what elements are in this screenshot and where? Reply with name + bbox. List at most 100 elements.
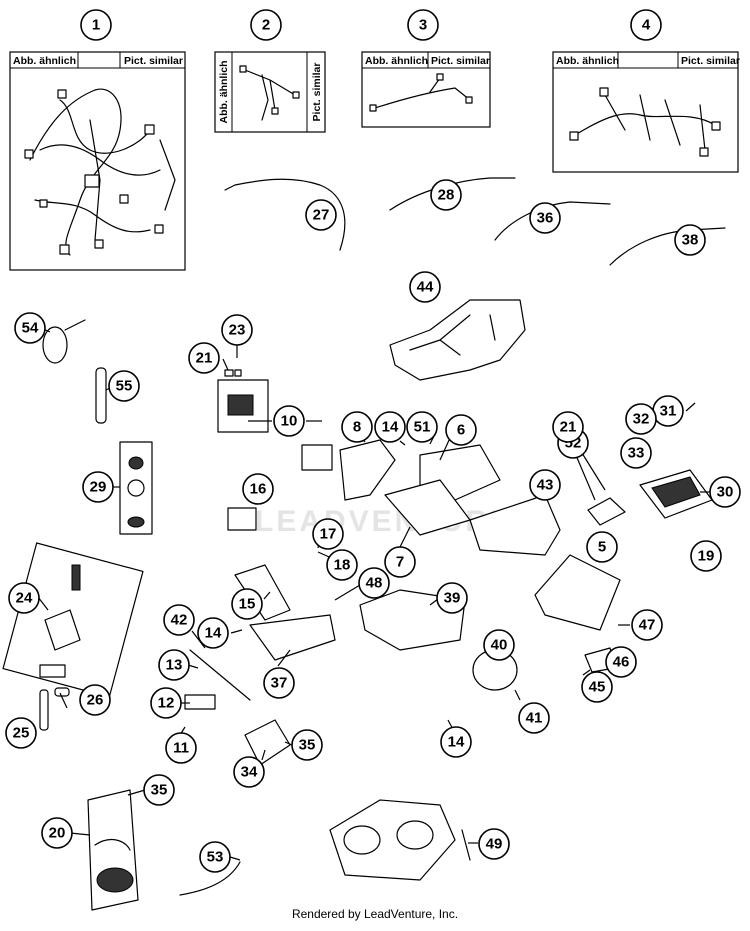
callout-circle (631, 609, 663, 641)
callout-circle (406, 411, 438, 443)
callout-33: 33 (620, 437, 652, 469)
callout-circle (79, 684, 111, 716)
callout-number: 39 (444, 590, 461, 607)
callout-19: 19 (690, 540, 722, 572)
callout-number: 24 (16, 590, 33, 607)
callout-3: 3 (407, 9, 439, 41)
callout-number: 1 (92, 17, 100, 34)
callout-circle (163, 604, 195, 636)
box4-abb-label: Abb. ähnlich (556, 55, 619, 67)
battery-holder-5-drawing (534, 554, 621, 631)
callout-circle (690, 540, 722, 572)
callout-number: 3 (419, 17, 427, 34)
sensor-53-drawing (179, 861, 241, 896)
callout-number: 23 (229, 322, 246, 339)
callout-circle (263, 667, 295, 699)
callout-number: 43 (537, 477, 554, 494)
callout-circle (108, 370, 140, 402)
callout-circle (82, 471, 114, 503)
cable-tie-54-drawing (42, 319, 86, 364)
callout-circle (150, 687, 182, 719)
callout-number: 25 (13, 725, 30, 742)
callout-circle (529, 469, 561, 501)
callout-number: 35 (151, 782, 168, 799)
throttle-body-drawing (329, 799, 456, 881)
callout-24: 24 (8, 582, 40, 614)
rod-49-drawing (461, 829, 471, 861)
callout-number: 21 (196, 350, 213, 367)
callout-number: 6 (457, 422, 465, 439)
sensor-34-drawing (244, 719, 291, 766)
callout-circle (605, 646, 637, 678)
callout-2: 2 (250, 9, 282, 41)
callout-number: 29 (90, 479, 107, 496)
part-12-drawing (184, 694, 216, 710)
callout-circle (483, 629, 515, 661)
callout-circle (14, 312, 46, 344)
callout-number: 16 (250, 481, 267, 498)
callout-circle (41, 817, 73, 849)
callout-38: 38 (674, 224, 706, 256)
callout-number: 4 (642, 17, 651, 34)
callout-number: 48 (366, 575, 383, 592)
battery-43-drawing (469, 494, 561, 556)
callout-circle (478, 828, 510, 860)
callout-circle (409, 271, 441, 303)
box-4: Abb. ähnlich Pict. similar (552, 51, 740, 173)
callout-25: 25 (5, 717, 37, 749)
callout-circle (80, 9, 112, 41)
nut-26-drawing (54, 687, 70, 697)
callout-28: 28 (430, 179, 462, 211)
callout-number: 32 (633, 411, 650, 428)
callout-number: 47 (639, 617, 656, 634)
callout-circle (273, 405, 305, 437)
callout-47: 47 (631, 609, 663, 641)
callout-43: 43 (529, 469, 561, 501)
callout-11: 11 (165, 732, 197, 764)
ecu-30-drawing (639, 469, 713, 519)
callout-circle (630, 9, 662, 41)
callout-circle (445, 414, 477, 446)
callout-circle (199, 841, 231, 873)
box2-pict-label: Pict. similar (311, 63, 323, 122)
box-2: Abb. ähnlich Pict. similar (214, 51, 326, 133)
callout-number: 46 (613, 654, 630, 671)
callout-17: 17 (312, 518, 344, 550)
callout-42: 42 (163, 604, 195, 636)
callout-number: 51 (414, 419, 431, 436)
sensor-box-24-drawing (2, 542, 144, 698)
callout-circle (197, 617, 229, 649)
box1-abb-label: Abb. ähnlich (13, 55, 76, 67)
cable-38-drawing (609, 227, 726, 266)
cable-27-drawing (224, 178, 346, 251)
callout-number: 45 (589, 679, 606, 696)
callout-number: 5 (598, 539, 606, 556)
callout-15: 15 (231, 588, 263, 620)
bracket-52-drawing (587, 497, 626, 526)
callout-circle (709, 476, 741, 508)
callout-13: 13 (158, 649, 190, 681)
callout-26: 26 (79, 684, 111, 716)
callout-18: 18 (326, 549, 358, 581)
callout-4: 4 (630, 9, 662, 41)
callout-number: 31 (660, 403, 677, 420)
callout-53: 53 (199, 841, 231, 873)
callout-circle (165, 732, 197, 764)
callout-circle (291, 729, 323, 761)
callout-14: 14 (374, 411, 406, 443)
main-wiring-harness-drawing (24, 88, 176, 256)
callout-circle (581, 671, 613, 703)
callout-circle (374, 411, 406, 443)
callout-5: 5 (586, 531, 618, 563)
bracket-8-drawing (339, 439, 396, 501)
callout-number: 10 (281, 413, 298, 430)
callout-35: 35 (291, 729, 323, 761)
callout-number: 20 (49, 825, 66, 842)
callout-circle (384, 546, 416, 578)
callout-circle (242, 473, 274, 505)
callout-54: 54 (14, 312, 46, 344)
callout-48: 48 (358, 567, 390, 599)
callout-45: 45 (581, 671, 613, 703)
